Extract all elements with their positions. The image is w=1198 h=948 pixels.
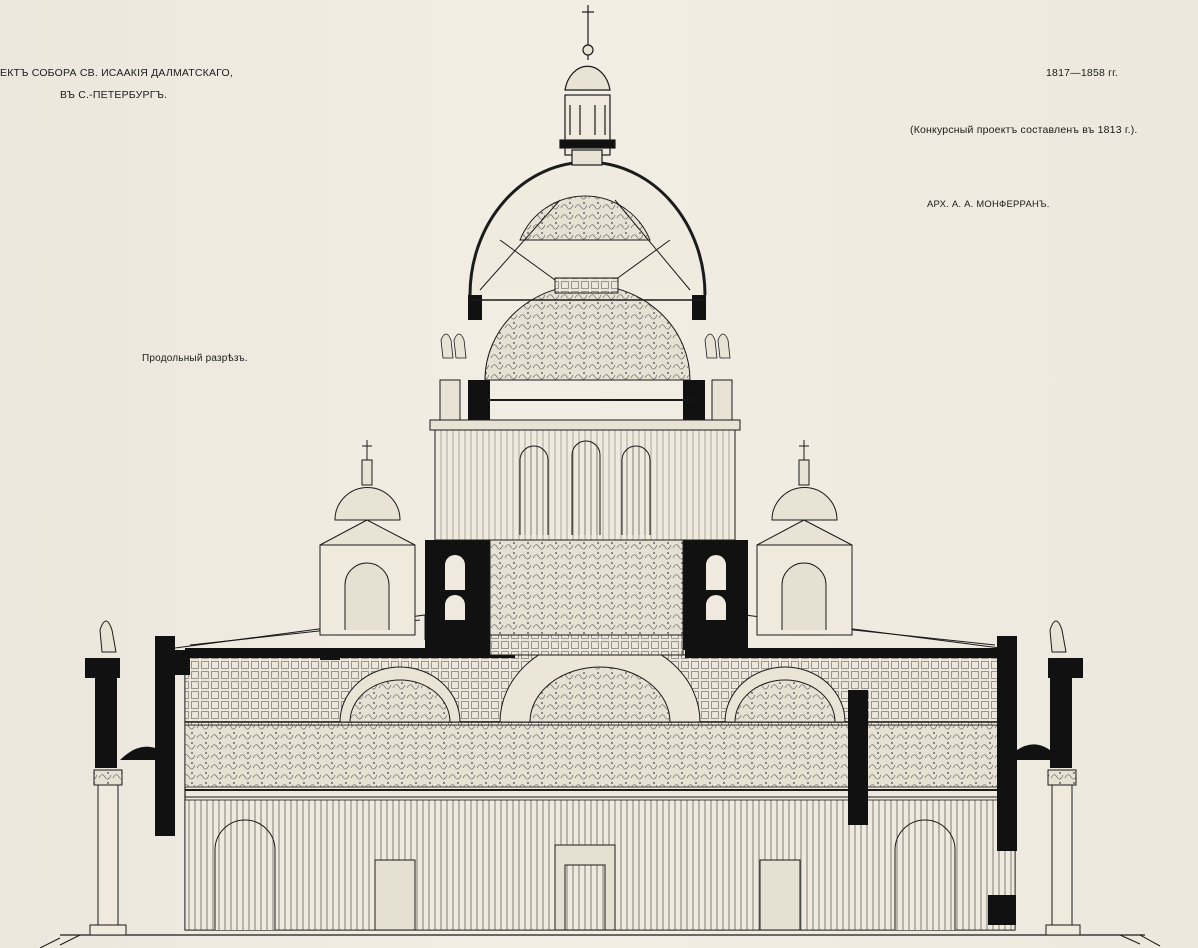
section-cut-walls xyxy=(85,636,1083,925)
main-dome xyxy=(468,160,707,401)
right-belfry xyxy=(756,440,853,636)
drum-pier-windows xyxy=(445,555,726,620)
construction-dates: 1817—1858 гг. xyxy=(1046,67,1119,79)
sheet-title-line-1: ЕКТЪ СОБОРА СВ. ИСААКІЯ ДАЛМАТСКАГО, xyxy=(0,67,233,79)
dome-statues xyxy=(440,333,731,359)
section-label: Продольный разрѣзъ. xyxy=(142,353,248,364)
left-belfry xyxy=(319,440,416,636)
nave-arches xyxy=(339,636,846,723)
architect-name: АРХ. А. А. МОНФЕРРАНЪ. xyxy=(927,199,1050,210)
competition-note: (Конкурсный проектъ составленъ въ 1813 г… xyxy=(910,124,1138,136)
lantern xyxy=(559,5,616,166)
portico-columns xyxy=(89,769,1081,936)
drum-relief xyxy=(489,539,684,656)
corner-statues xyxy=(99,620,1067,653)
ground-steps xyxy=(39,934,1161,948)
portals xyxy=(214,819,956,931)
drum-colonnade xyxy=(429,379,741,541)
sheet-title-line-2: ВЪ С.-ПЕТЕРБУРГЪ. xyxy=(60,89,168,101)
